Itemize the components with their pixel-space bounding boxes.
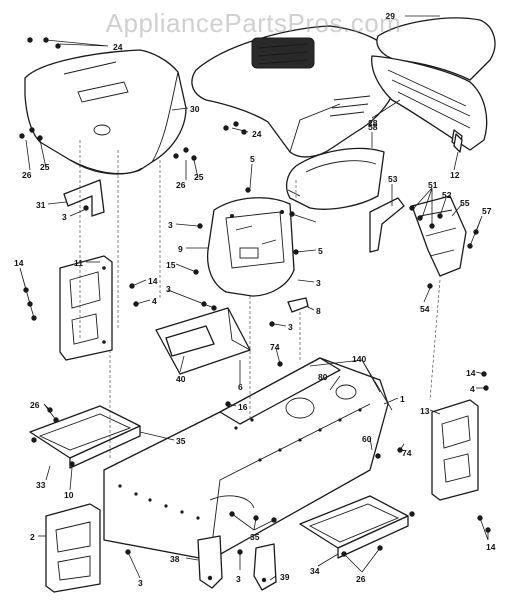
right-side-panel[interactable] <box>431 399 479 501</box>
front-bracket[interactable] <box>45 503 101 593</box>
callout-53: 53 <box>388 174 398 184</box>
callout-25: 25 <box>194 172 204 182</box>
right-footrest[interactable] <box>299 495 409 559</box>
callout-35: 35 <box>250 532 260 542</box>
dash-support-bracket[interactable] <box>206 197 295 297</box>
bottom-brackets[interactable] <box>197 535 277 591</box>
callout-4: 4 <box>470 384 475 394</box>
callout-9: 9 <box>178 244 183 254</box>
callout-3: 3 <box>166 284 171 294</box>
callout-3: 3 <box>168 220 173 230</box>
callout-10: 10 <box>64 490 74 500</box>
callout-57: 57 <box>482 206 492 216</box>
callout-29: 29 <box>386 11 396 21</box>
callout-30: 30 <box>190 104 200 114</box>
callout-80: 80 <box>318 372 328 382</box>
console-plate[interactable] <box>155 307 251 375</box>
callout-3: 3 <box>236 574 241 584</box>
callout-14: 14 <box>486 542 496 552</box>
callout-3: 3 <box>288 322 293 332</box>
left-footrest[interactable] <box>29 405 141 469</box>
grille[interactable] <box>371 17 496 151</box>
callout-8: 8 <box>316 306 321 316</box>
callout-26: 26 <box>176 180 186 190</box>
callout-11: 11 <box>74 258 83 268</box>
callout-12: 12 <box>450 170 460 180</box>
callout-26: 26 <box>30 400 40 410</box>
callout-34: 34 <box>310 566 320 576</box>
callout-3: 3 <box>316 278 321 288</box>
heat-shield[interactable] <box>285 147 385 210</box>
dash-panel[interactable] <box>24 49 187 175</box>
callout-6: 6 <box>238 382 243 392</box>
steering-bracket-assembly[interactable] <box>369 195 467 277</box>
callout-14: 14 <box>14 258 24 268</box>
callout-5: 5 <box>318 246 323 256</box>
callout-54: 54 <box>420 304 430 314</box>
callout-74: 74 <box>270 342 280 352</box>
callout-51: 51 <box>428 180 438 190</box>
callout-26: 26 <box>22 170 32 180</box>
callout-55: 55 <box>460 198 470 208</box>
callout-38: 38 <box>170 554 180 564</box>
fasteners <box>19 37 491 557</box>
callout-2: 2 <box>30 532 35 542</box>
small-brackets[interactable] <box>63 133 463 313</box>
alignment-lines <box>79 140 441 460</box>
callout-28: 28 <box>368 118 378 128</box>
callout-60: 60 <box>362 434 372 444</box>
callout-3: 3 <box>138 578 143 588</box>
callout-39: 39 <box>280 572 290 582</box>
callout-14: 14 <box>148 276 158 286</box>
callout-14: 14 <box>466 368 476 378</box>
callout-labels: 29 24 30 28 24 26 25 26 25 12 58 5 31 3 … <box>14 11 496 588</box>
callout-74: 74 <box>402 448 412 458</box>
callout-25: 25 <box>40 162 50 172</box>
callout-3: 3 <box>62 212 67 222</box>
callout-58: 58 <box>368 122 378 132</box>
callout-26: 26 <box>356 574 366 584</box>
callout-140: 140 <box>352 354 366 364</box>
callout-15: 15 <box>166 260 176 270</box>
callout-52: 52 <box>442 190 452 200</box>
callout-40: 40 <box>176 374 186 384</box>
callout-24: 24 <box>252 129 262 139</box>
hood[interactable] <box>191 25 400 158</box>
callout-16: 16 <box>238 402 248 412</box>
callout-13: 13 <box>420 406 430 416</box>
callout-33: 33 <box>36 480 46 490</box>
callout-35: 35 <box>176 436 186 446</box>
callout-5: 5 <box>250 154 255 164</box>
left-side-panel[interactable] <box>59 255 113 361</box>
callout-24: 24 <box>113 42 123 52</box>
leader-lines <box>19 15 489 581</box>
callout-1: 1 <box>400 394 405 404</box>
callout-31: 31 <box>36 200 46 210</box>
callout-4: 4 <box>152 296 157 306</box>
